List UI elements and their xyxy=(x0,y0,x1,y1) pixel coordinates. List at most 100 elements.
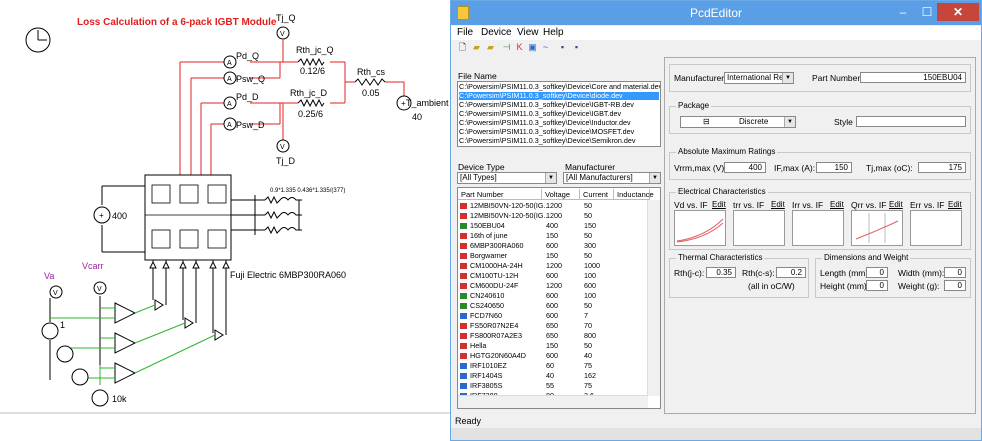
cell-part-number: CM600DU-24F xyxy=(470,281,519,290)
add-igbt-icon[interactable]: K xyxy=(516,42,523,52)
curve-edit-button[interactable]: Edit xyxy=(712,200,726,209)
save-icon[interactable]: ▪ xyxy=(560,42,565,52)
list-item[interactable]: C:\Powersim\PSIM11.0.3_softkey\Device\Se… xyxy=(459,136,636,145)
height-field[interactable]: 0 xyxy=(866,280,888,291)
package-select[interactable]: ⊟ Discrete ▼ xyxy=(680,116,796,128)
manufacturer-select[interactable]: International Rectifier ▼ xyxy=(724,72,794,84)
cell-voltage: 600 xyxy=(546,311,558,320)
part-number-field[interactable]: 150EBU04 xyxy=(860,72,966,83)
cell-voltage: 600 xyxy=(546,241,558,250)
vrrm-field[interactable]: 400 xyxy=(724,162,766,173)
cell-part-number: HGTG20N60A4D xyxy=(470,351,526,360)
list-item[interactable]: C:\Powersim\PSIM11.0.3_softkey\Device\IG… xyxy=(459,109,622,118)
list-item[interactable]: C:\Powersim\PSIM11.0.3_softkey\Device\Co… xyxy=(459,82,661,91)
add-diode-icon[interactable]: ⊣ xyxy=(502,42,511,52)
horizontal-scrollbar[interactable] xyxy=(458,395,648,408)
ammeter-psw-d-icon: A xyxy=(223,117,237,131)
curve-edit-button[interactable]: Edit xyxy=(889,200,903,209)
ifmax-field[interactable]: 150 xyxy=(816,162,852,173)
mosfet-icon xyxy=(460,373,467,379)
list-item-selected[interactable]: C:\Powersim\PSIM11.0.3_softkey\Device\di… xyxy=(459,92,659,100)
manufacturer-group: Manufacturer International Rectifier ▼ P… xyxy=(669,64,971,92)
maximize-button[interactable]: ☐ xyxy=(921,5,933,19)
chevron-down-icon: ▼ xyxy=(649,173,660,183)
curve-edit-button[interactable]: Edit xyxy=(771,200,785,209)
length-field[interactable]: 0 xyxy=(866,267,888,278)
list-item[interactable]: C:\Powersim\PSIM11.0.3_softkey\Device\In… xyxy=(459,118,631,127)
schematic-canvas[interactable]: Loss Calculation of a 6-pack IGBT Module… xyxy=(0,0,450,441)
device-type-select[interactable]: [All Types] ▼ xyxy=(457,172,557,184)
rthcs-field[interactable]: 0.2 xyxy=(776,267,806,278)
cell-part-number: Hella xyxy=(470,341,487,350)
vertical-scrollbar[interactable] xyxy=(647,200,660,396)
igbt-icon xyxy=(460,283,467,289)
svg-text:+: + xyxy=(99,211,104,220)
igbt-module[interactable] xyxy=(144,174,232,261)
curve-label: Err vs. IF xyxy=(910,200,945,210)
tjmax-field[interactable]: 175 xyxy=(918,162,966,173)
manufacturer-filter-select[interactable]: [All Manufacturers] ▼ xyxy=(563,172,661,184)
curve-edit-button[interactable]: Edit xyxy=(948,200,962,209)
curve-plot[interactable] xyxy=(851,210,903,246)
style-field[interactable] xyxy=(856,116,966,127)
close-button[interactable]: ✕ xyxy=(937,3,979,21)
dimensions-label: Dimensions and Weight xyxy=(822,253,911,262)
curve-edit-button[interactable]: Edit xyxy=(830,200,844,209)
chevron-down-icon: ▼ xyxy=(784,117,795,127)
title-bar[interactable]: PcdEditor – ☐ ✕ xyxy=(451,1,981,25)
file-list[interactable]: C:\Powersim\PSIM11.0.3_softkey\Device\Co… xyxy=(457,81,661,147)
menu-view[interactable]: View xyxy=(517,27,539,38)
cell-current: 300 xyxy=(584,241,596,250)
open-folder-icon[interactable]: ▰ xyxy=(473,42,480,52)
save-as-icon[interactable]: ▪ xyxy=(574,42,579,52)
part-table[interactable]: Part Number Voltage Current Inductance 1… xyxy=(457,187,661,409)
psw-q-label: Psw_Q xyxy=(236,74,265,84)
column-header-inductance[interactable]: Inductance xyxy=(614,189,654,200)
column-header-part-number[interactable]: Part Number xyxy=(458,189,542,200)
igbt-icon xyxy=(460,203,467,209)
cell-part-number: 150EBU04 xyxy=(470,221,505,230)
menu-help[interactable]: Help xyxy=(543,27,564,38)
list-item[interactable]: C:\Powersim\PSIM11.0.3_softkey\Device\IG… xyxy=(459,100,634,109)
menu-device[interactable]: Device xyxy=(481,27,512,38)
curve-plot[interactable] xyxy=(792,210,844,246)
curve-plot[interactable] xyxy=(910,210,962,246)
width-field[interactable]: 0 xyxy=(944,267,966,278)
minimize-button[interactable]: – xyxy=(899,5,907,19)
new-file-icon[interactable]: 🗋 xyxy=(458,42,467,52)
column-header-voltage[interactable]: Voltage xyxy=(542,189,580,200)
column-header-current[interactable]: Current xyxy=(580,189,614,200)
rthjc-field[interactable]: 0.35 xyxy=(706,267,736,278)
add-inductor-icon[interactable]: ~ xyxy=(542,42,549,52)
add-mosfet-icon[interactable]: ▣ xyxy=(528,42,537,52)
weight-field[interactable]: 0 xyxy=(944,280,966,291)
cell-voltage: 150 xyxy=(546,251,558,260)
open-device-icon[interactable]: ▰ xyxy=(487,42,494,52)
menu-file[interactable]: File xyxy=(457,27,474,38)
svg-text:A: A xyxy=(227,101,232,108)
list-item[interactable]: C:\Powersim\PSIM11.0.3_softkey\Device\MO… xyxy=(459,127,635,136)
cell-voltage: 600 xyxy=(546,301,558,310)
curve-plot[interactable] xyxy=(733,210,785,246)
curve-plot[interactable] xyxy=(674,210,726,246)
cell-voltage: 600 xyxy=(546,351,558,360)
